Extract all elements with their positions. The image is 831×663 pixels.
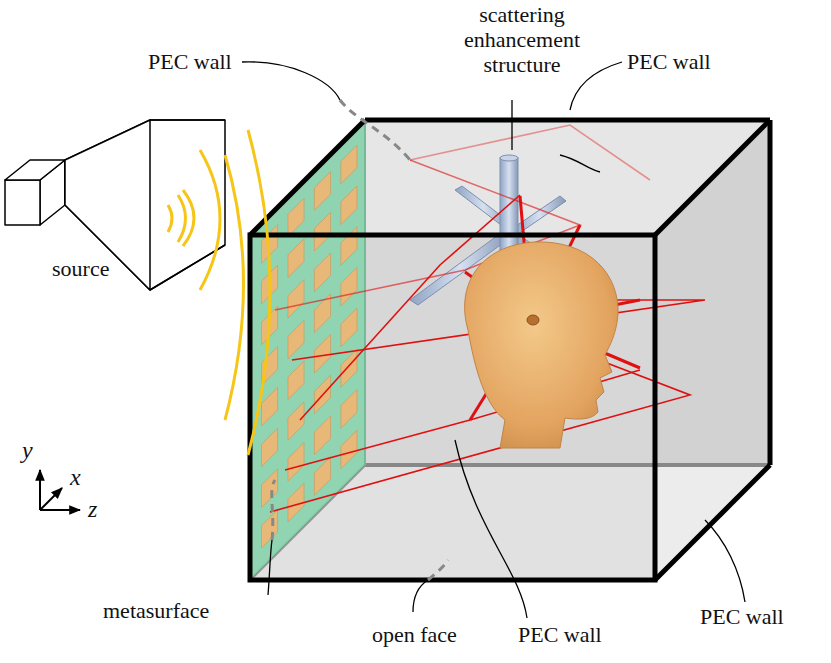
cube-edge bbox=[250, 235, 655, 580]
metasurface-cell bbox=[341, 349, 357, 388]
metasurface-label: metasurface bbox=[103, 598, 209, 623]
cube-edge bbox=[655, 465, 770, 580]
wall-label: PEC wall bbox=[700, 604, 784, 629]
metasurface-cell bbox=[288, 402, 304, 441]
ray-paths bbox=[270, 125, 705, 512]
metasurface-cell bbox=[314, 457, 330, 496]
hidden-leaders bbox=[272, 100, 448, 580]
cube-edge bbox=[365, 118, 770, 123]
structure-label: scattering enhancement structure bbox=[457, 2, 587, 77]
metasurface-cell bbox=[288, 442, 304, 481]
metasurface-cell bbox=[341, 267, 357, 306]
metasurface-cell bbox=[288, 320, 304, 359]
metasurface-cell bbox=[314, 253, 330, 292]
metasurface-cell bbox=[314, 212, 330, 251]
metasurface-cell bbox=[341, 308, 357, 347]
metasurface-cell bbox=[288, 361, 304, 400]
metasurface-cell bbox=[288, 280, 304, 319]
metasurface-cell bbox=[288, 239, 304, 278]
metasurface-cell bbox=[262, 510, 278, 549]
metasurface-cell bbox=[341, 430, 357, 469]
head-model bbox=[465, 242, 618, 448]
wall-label: PEC wall bbox=[148, 49, 232, 74]
metasurface-cell bbox=[314, 416, 330, 455]
axis-label: z bbox=[88, 497, 97, 522]
metasurface-cell bbox=[288, 198, 304, 237]
axis-label: x bbox=[70, 465, 81, 490]
metasurface-cell bbox=[262, 387, 278, 426]
leader-lines bbox=[242, 62, 745, 618]
cube-edge bbox=[655, 120, 770, 235]
cube-edge bbox=[250, 120, 365, 235]
metasurface-cell bbox=[314, 335, 330, 374]
source-label: source bbox=[52, 256, 109, 281]
metasurface-cell bbox=[341, 145, 357, 184]
metasurface-cell bbox=[341, 390, 357, 429]
wall-label: PEC wall bbox=[627, 49, 711, 74]
cube-edge bbox=[768, 120, 773, 465]
cube-edge bbox=[365, 463, 770, 467]
metasurface-cell bbox=[314, 172, 330, 211]
metasurface-cell bbox=[262, 469, 278, 508]
horn-antenna bbox=[5, 120, 225, 290]
wall-label: PEC wall bbox=[518, 622, 602, 647]
metasurface-cell bbox=[341, 227, 357, 266]
wavefronts bbox=[168, 130, 270, 455]
metasurface-cell bbox=[262, 428, 278, 467]
metasurface-cell bbox=[341, 186, 357, 225]
axis-label: y bbox=[22, 438, 33, 463]
face-label: open face bbox=[372, 622, 457, 647]
